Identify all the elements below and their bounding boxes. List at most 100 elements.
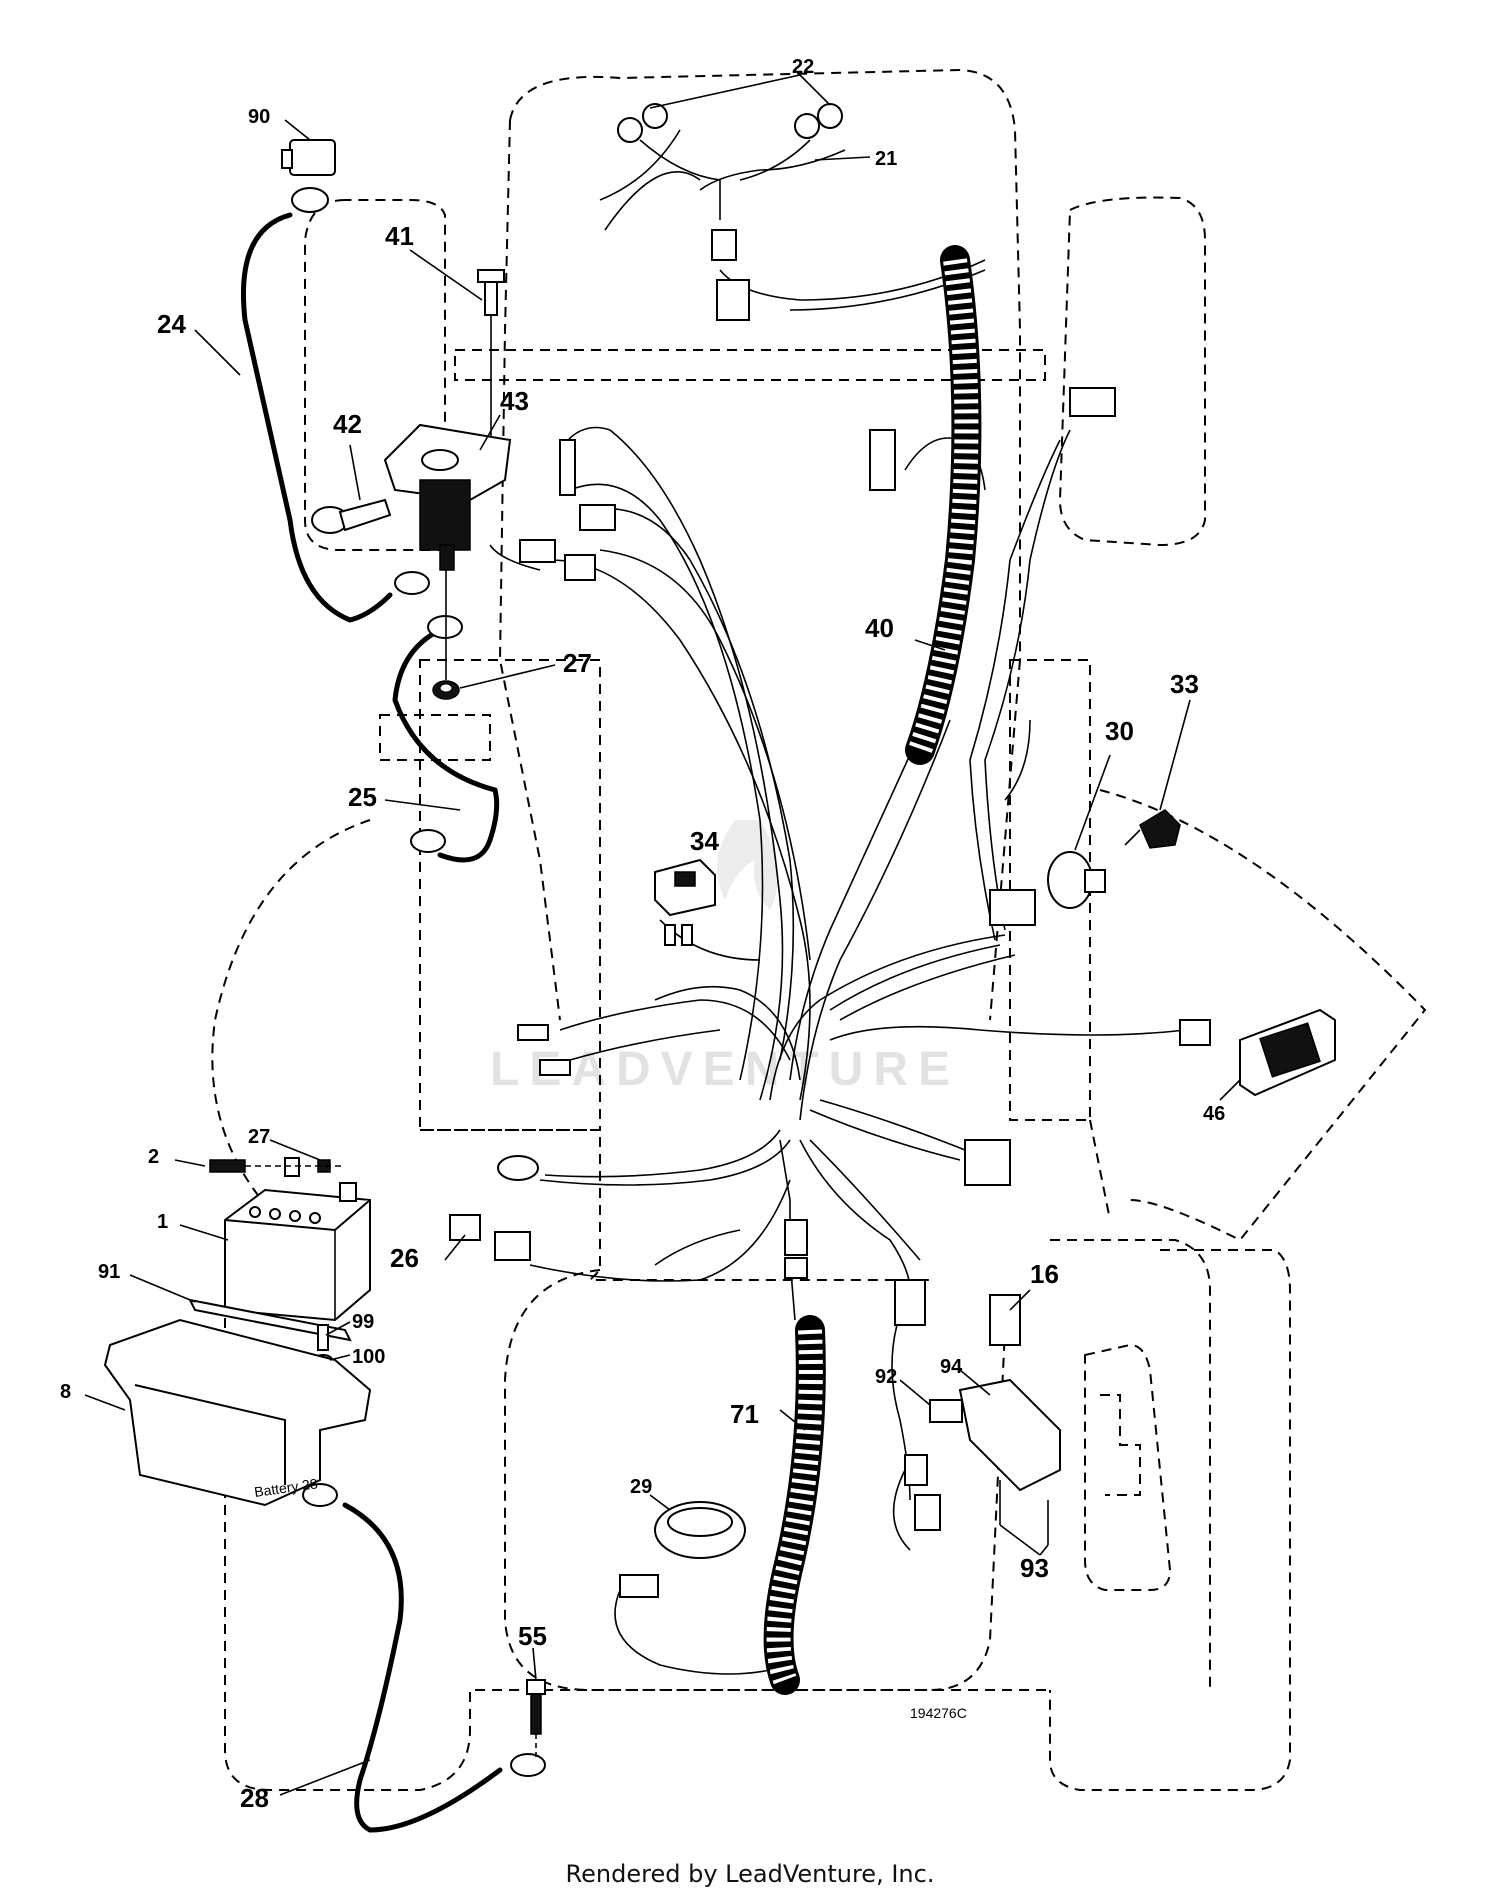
wire-3 — [589, 507, 795, 1061]
leader-30 — [1074, 754, 1111, 851]
rocker-switch-icon — [654, 858, 716, 917]
wire-18 — [799, 1139, 911, 1291]
steering-bracket-outline — [379, 714, 491, 761]
callout-30: 30 — [1105, 716, 1134, 746]
leader-71 — [779, 1409, 806, 1431]
battery-tray-inner-icon — [134, 1384, 286, 1485]
flame-logo-icon — [717, 820, 778, 910]
callout-71: 71 — [730, 1399, 759, 1429]
part-30-ignition — [989, 809, 1181, 926]
callout-41: 41 — [385, 221, 414, 251]
terminal-cap-icon — [289, 139, 336, 176]
headlight-plug-icon — [716, 279, 750, 321]
harness-loom-40 — [905, 245, 982, 765]
part-34-switch — [654, 858, 716, 946]
leader-42 — [349, 444, 361, 501]
hood-outline — [509, 68, 1021, 660]
wire-20 — [809, 1109, 961, 1161]
part-29-wire — [614, 1589, 771, 1675]
leader-33 — [1159, 699, 1191, 811]
wire-17 — [529, 1179, 791, 1282]
seat-switch-group — [904, 1294, 1061, 1545]
wire-34 — [654, 1229, 741, 1266]
terminal-clamp-icon — [284, 1157, 300, 1177]
leader-93a — [999, 1524, 1041, 1556]
callout-8: 8 — [60, 1381, 71, 1403]
seat-switch-94-icon — [958, 1378, 1061, 1492]
right-front-wheel-outline — [1058, 196, 1206, 547]
wire-30 — [599, 129, 681, 201]
callout-29: 29 — [630, 1476, 652, 1498]
part-46-hour-meter — [1179, 1008, 1336, 1097]
callout-42: 42 — [333, 409, 362, 439]
part-29 — [614, 1501, 771, 1675]
wire-8 — [769, 934, 1006, 1101]
leader-16 — [1009, 1289, 1031, 1311]
callout-25: 25 — [348, 782, 377, 812]
wire-10 — [839, 954, 1016, 1021]
callout-22: 22 — [792, 56, 814, 78]
callout-55: 55 — [518, 1621, 547, 1651]
leader-55 — [532, 1647, 537, 1681]
footer-credit: Rendered by LeadVenture, Inc. — [565, 1860, 935, 1888]
leader-22a — [649, 74, 801, 109]
headlight-harness — [617, 103, 843, 321]
headlight-left-icon — [617, 117, 643, 143]
right-frame-rail-outline — [1009, 659, 1091, 1121]
ring-terminal-icon — [510, 1753, 546, 1777]
leader-99 — [325, 1321, 351, 1336]
wire-27 — [969, 439, 1061, 941]
leader-21 — [814, 156, 871, 161]
wire-7 — [799, 719, 951, 1121]
cable-24 — [240, 212, 393, 623]
wire-11 — [829, 1025, 1186, 1041]
connector-icon — [1069, 387, 1116, 417]
drawing-number: 194276C — [910, 1705, 967, 1721]
boot-42-sleeve-icon — [338, 498, 392, 532]
callout-16: 16 — [1030, 1259, 1059, 1289]
hour-meter-display-icon — [1259, 1022, 1321, 1078]
wire-16 — [539, 1139, 791, 1186]
rear-frame-link-outline — [420, 1129, 930, 1281]
callout-40: 40 — [865, 613, 894, 643]
leader-43 — [479, 414, 501, 451]
plug-92-end-icon — [914, 1494, 941, 1531]
battery-tray-8: Battery 28 — [103, 1318, 372, 1507]
front-axle-outline — [454, 349, 1046, 381]
callout-43: 43 — [500, 386, 529, 416]
leader-91 — [129, 1274, 196, 1303]
leader-2 — [174, 1159, 206, 1167]
wire-26 — [984, 429, 1071, 931]
callout-91: 91 — [98, 1261, 120, 1283]
leader-1 — [179, 1224, 229, 1241]
strap-91-icon — [188, 1298, 352, 1342]
bolt-head-icon — [477, 269, 505, 283]
rocker-button-icon — [674, 871, 696, 887]
leader-27a — [459, 664, 556, 689]
switch-terminal-icon — [664, 924, 676, 946]
ignition-barrel-icon — [1084, 869, 1106, 893]
right-rear-wheel-outline — [1049, 1249, 1291, 1791]
battery-post-icon — [339, 1182, 357, 1202]
bolt-55-shaft-icon — [530, 1693, 542, 1735]
cable-25 — [392, 627, 500, 863]
connector-icon — [519, 539, 556, 563]
callout-21: 21 — [875, 148, 897, 170]
key-33-icon — [1139, 809, 1181, 849]
leader-24 — [194, 329, 241, 376]
wire-14 — [569, 1029, 721, 1061]
callout-46: 46 — [1203, 1103, 1225, 1125]
connector-icon — [579, 504, 616, 531]
bolt-2-icon — [209, 1159, 246, 1173]
lift-lever-slot-outline — [1084, 1343, 1172, 1591]
part-55-bolt — [526, 1679, 546, 1760]
lift-lever-gate-outline — [1100, 1394, 1141, 1496]
rear-deck-right-outline — [1050, 1239, 1211, 1690]
battery-cap-icon — [249, 1206, 261, 1218]
terminal-icon — [564, 554, 596, 581]
ring-terminal-icon — [302, 1483, 338, 1507]
leader-100 — [329, 1354, 351, 1361]
wire-35 — [489, 544, 541, 571]
wire-6 — [789, 699, 936, 1081]
